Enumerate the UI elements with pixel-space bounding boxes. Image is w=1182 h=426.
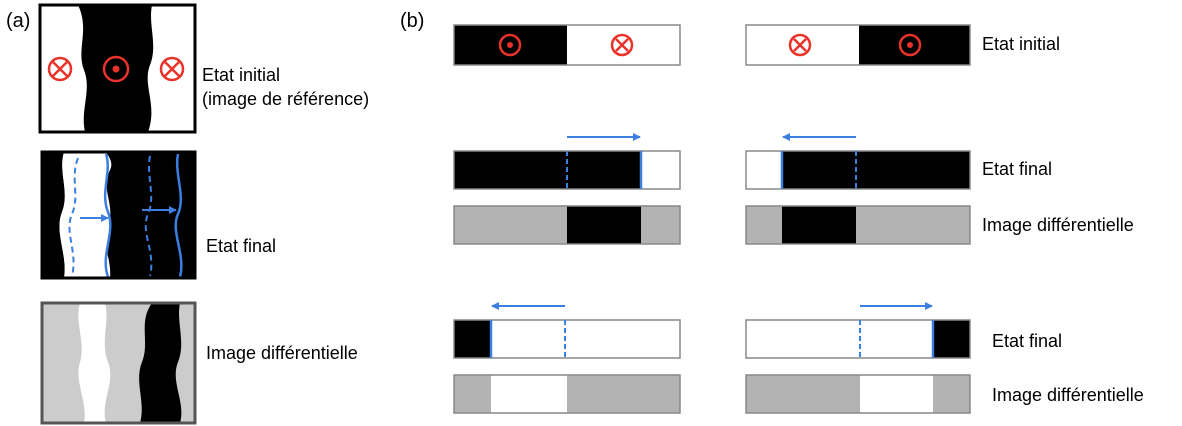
panel-a-diff-image	[40, 301, 197, 425]
panel-b-final-left-2	[453, 302, 681, 359]
panel-b-final-left-1	[453, 133, 681, 190]
moment-out-icon	[610, 33, 634, 57]
panel-a-initial-label: Etat initial	[202, 65, 281, 85]
panel-a-diff-label: Image différentielle	[206, 343, 358, 363]
panel-b-initial-left	[453, 24, 681, 66]
panel-b-diff-right-2	[745, 374, 971, 414]
panel-b-final-label-1: Etat final	[982, 159, 1053, 179]
moment-out-icon	[159, 56, 185, 82]
new-wall-solid	[103, 153, 112, 278]
panel-b-diff-left-1	[453, 205, 681, 245]
new-wall-solid	[174, 153, 183, 278]
moment-out-icon	[47, 56, 73, 82]
panel-b-final-label-2: Etat final	[992, 331, 1063, 351]
moment-out-icon	[788, 33, 812, 57]
diff-black-band	[139, 303, 182, 423]
panel-b-diff-right-1	[745, 205, 971, 245]
panel-b-final-right-1	[745, 133, 971, 190]
panel-b-diff-label-1: Image différentielle	[982, 215, 1134, 235]
panel-b-label: (b)	[400, 10, 425, 32]
panel-a-initial-image	[38, 3, 197, 134]
previous-wall-dashed	[144, 155, 153, 277]
moment-in-icon	[898, 33, 922, 57]
panel-b-final-right-2	[745, 302, 971, 359]
previous-wall-dashed	[68, 157, 79, 277]
diff-white-band	[78, 303, 111, 423]
panel-b-diff-left-2	[453, 374, 681, 414]
panel-a-final-label: Etat final	[206, 236, 277, 256]
domain-white-mid	[59, 152, 111, 278]
moment-in-icon	[498, 33, 522, 57]
panel-b-initial-right	[745, 24, 971, 66]
panel-a-label: (a)	[6, 10, 31, 32]
panel-b-initial-label: Etat initial	[982, 34, 1061, 54]
panel-b-diff-label-2: Image différentielle	[992, 385, 1144, 405]
domain-black-left	[42, 152, 65, 278]
panel-a-final-image	[40, 150, 197, 280]
moment-in-icon	[102, 55, 130, 83]
panel-a-initial-sublabel: (image de référence)	[202, 89, 370, 109]
